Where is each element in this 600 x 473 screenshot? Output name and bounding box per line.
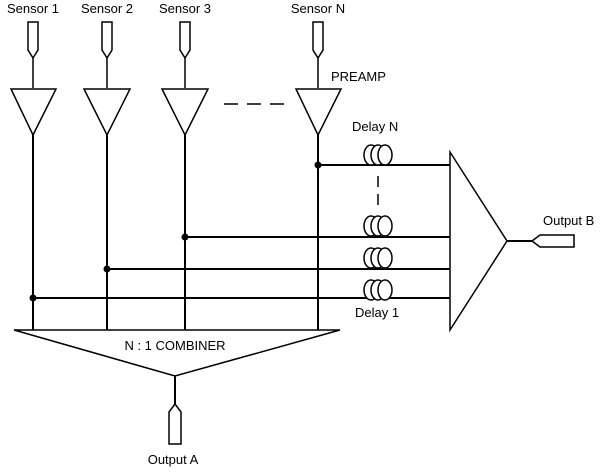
delay-coil-1 bbox=[363, 279, 393, 301]
sensor-2-probe bbox=[101, 21, 113, 88]
delay-1-label: Delay 1 bbox=[355, 305, 399, 320]
preamp-2 bbox=[82, 88, 132, 137]
output-a-connector bbox=[168, 402, 182, 445]
preamp-label: PREAMP bbox=[331, 69, 386, 84]
sensor-n-label: Sensor N bbox=[291, 1, 345, 16]
preamp-3 bbox=[160, 88, 210, 137]
output-a-label: Output A bbox=[148, 452, 199, 467]
preamp-n bbox=[294, 88, 343, 137]
sensor-n-probe bbox=[312, 21, 324, 88]
output-b-label: Output B bbox=[543, 213, 594, 228]
delay-n-label: Delay N bbox=[352, 119, 398, 134]
sensor-2-label: Sensor 2 bbox=[81, 1, 133, 16]
sensor-1-probe bbox=[27, 21, 39, 88]
delay-coil-n bbox=[363, 144, 393, 166]
n1-combiner bbox=[13, 329, 341, 377]
delay-coil-2 bbox=[363, 247, 393, 269]
preamp-1 bbox=[9, 88, 58, 137]
sensor-3-label: Sensor 3 bbox=[159, 1, 211, 16]
delay-coil-3 bbox=[363, 215, 393, 237]
sensor-3-probe bbox=[179, 21, 191, 88]
output-b-connector bbox=[530, 234, 575, 248]
delay-combiner bbox=[449, 149, 508, 333]
sensor-1-label: Sensor 1 bbox=[7, 1, 59, 16]
combiner-label: N : 1 COMBINER bbox=[124, 338, 225, 353]
